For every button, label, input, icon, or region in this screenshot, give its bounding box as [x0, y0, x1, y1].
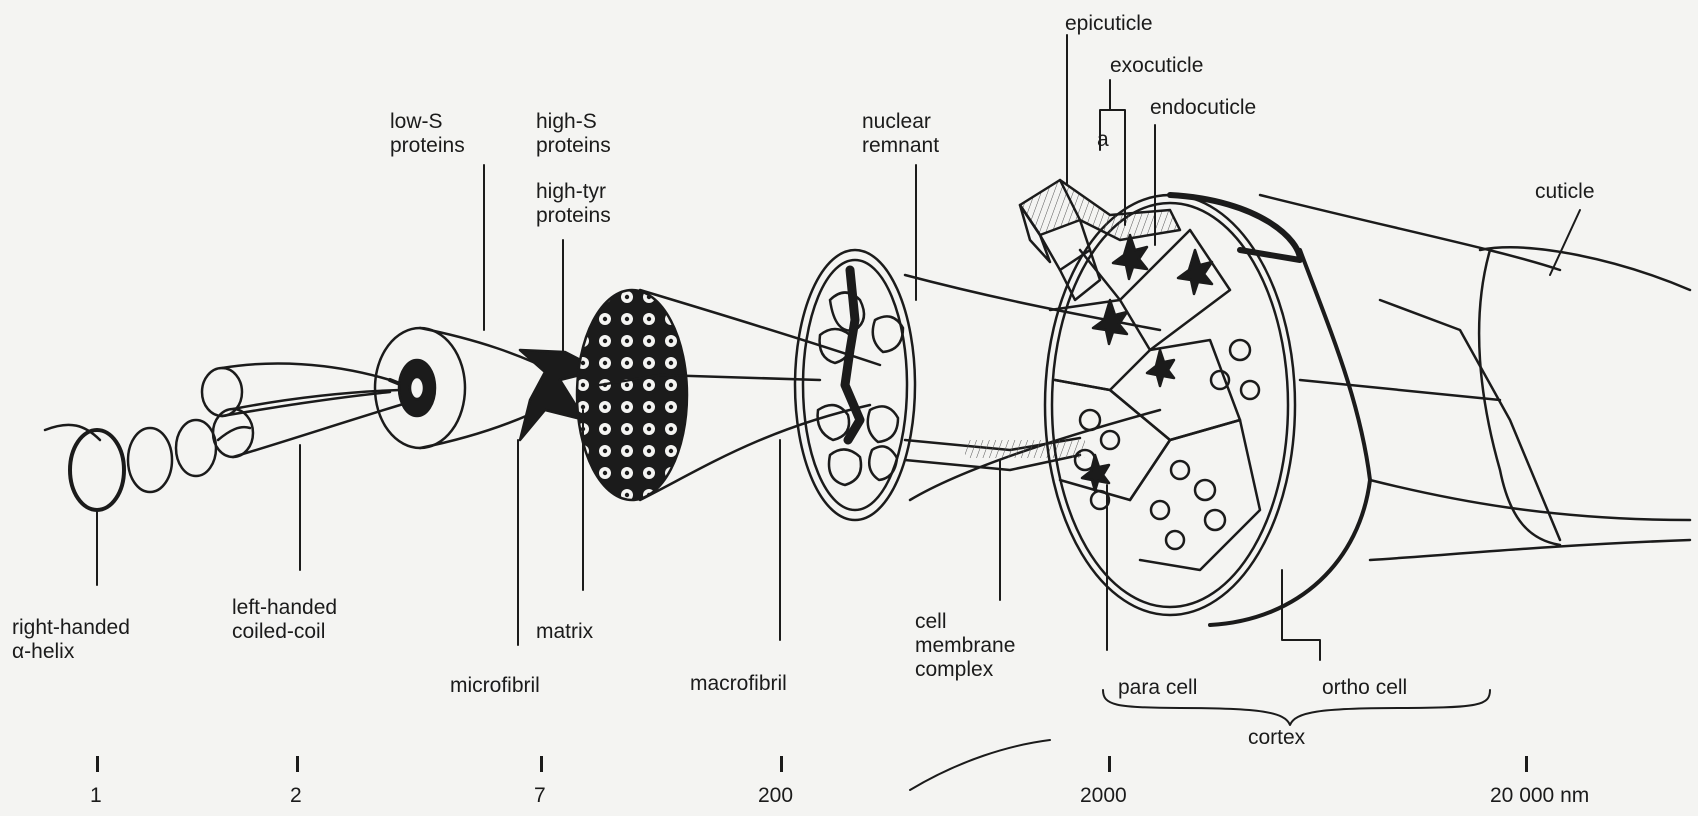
- label-exocuticle: exocuticle: [1110, 54, 1203, 78]
- scale-label: 20 000 nm: [1490, 784, 1589, 808]
- macrofibril-cone: [577, 290, 880, 500]
- label-high-s-proteins: high-S proteins: [536, 110, 611, 158]
- label-cell-membrane-complex: cell membrane complex: [915, 610, 1015, 682]
- scale-tick: [1108, 756, 1111, 772]
- scale-label: 7: [534, 784, 546, 808]
- scale-tick: [96, 756, 99, 772]
- label-microfibril: microfibril: [450, 674, 540, 698]
- label-nuclear-remnant: nuclear remnant: [862, 110, 939, 158]
- alpha-helix: [45, 420, 250, 510]
- label-cortex: cortex: [1248, 726, 1305, 750]
- outer-cuticle: [1260, 195, 1690, 560]
- label-ortho-cell: ortho cell: [1322, 676, 1407, 700]
- scale-tick: [780, 756, 783, 772]
- scale-tick: [296, 756, 299, 772]
- scale-label: 2: [290, 784, 302, 808]
- scale-label: 2000: [1080, 784, 1127, 808]
- label-right-handed-helix: right-handed α-helix: [12, 616, 130, 664]
- scale-label: 200: [758, 784, 793, 808]
- label-high-tyr-proteins: high-tyr proteins: [536, 180, 611, 228]
- label-para-cell: para cell: [1118, 676, 1197, 700]
- leader-exocuticle: [1100, 80, 1125, 225]
- label-macrofibril: macrofibril: [690, 672, 787, 696]
- label-cuticle: cuticle: [1535, 180, 1595, 204]
- leader-cuticle: [1550, 210, 1580, 275]
- label-a: a: [1097, 128, 1109, 152]
- scale-tick: [540, 756, 543, 772]
- label-low-s-proteins: low-S proteins: [390, 110, 465, 158]
- label-epicuticle: epicuticle: [1065, 12, 1153, 36]
- label-left-handed-coil: left-handed coiled-coil: [232, 596, 337, 644]
- scale-label: 1: [90, 784, 102, 808]
- scale-tick: [1525, 756, 1528, 772]
- label-endocuticle: endocuticle: [1150, 96, 1256, 120]
- label-matrix: matrix: [536, 620, 593, 644]
- coiled-coil: [202, 364, 420, 457]
- leader-lines: [97, 35, 1580, 660]
